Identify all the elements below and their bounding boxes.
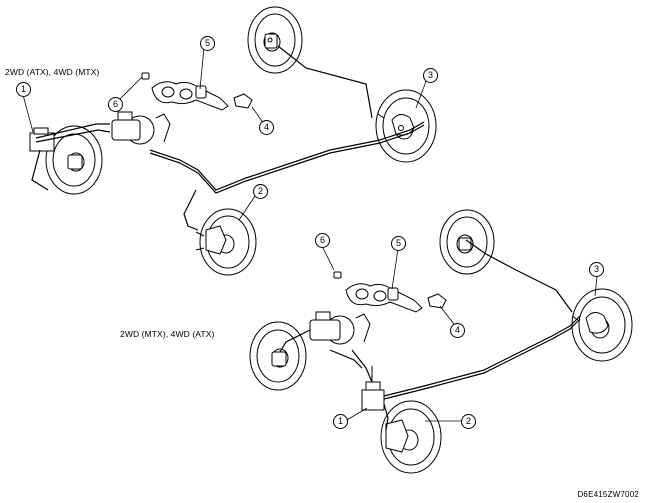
top-part-4-sensor [233, 93, 253, 109]
bottom-leader-lines [321, 245, 598, 422]
top-part-6-clip [141, 72, 150, 80]
bottom-rear-left-wheel [439, 209, 495, 275]
bottom-master-cylinder [309, 311, 371, 345]
bottom-part-6-clip [333, 271, 342, 279]
bottom-part-4-sensor [427, 293, 447, 309]
top-master-cylinder [111, 111, 171, 145]
bottom-part-5-bracket [345, 283, 423, 313]
top-rear-right-wheel [375, 89, 437, 163]
top-variant-drawing [22, 6, 437, 276]
callout-6-bottom: 6 [315, 233, 330, 248]
top-variant-label: 2WD (ATX), 4WD (MTX) [5, 67, 100, 77]
callout-3-bottom: 3 [589, 262, 604, 277]
callout-5-bottom: 5 [391, 236, 406, 251]
callout-1-bottom: 1 [333, 414, 348, 429]
callout-2-top: 2 [253, 184, 268, 199]
callout-3-top: 3 [423, 68, 438, 83]
bottom-hydraulic-unit [361, 366, 385, 411]
top-part-5-bracket [151, 81, 229, 111]
callout-1-top: 1 [16, 82, 31, 97]
bottom-brake-lines [279, 239, 581, 431]
callout-4-bottom: 4 [450, 323, 465, 338]
bottom-variant-label: 2WD (MTX), 4WD (ATX) [120, 329, 215, 339]
top-rear-left-wheel [247, 6, 303, 74]
bottom-front-right-wheel [380, 400, 442, 474]
callout-6-top: 6 [108, 97, 123, 112]
callout-4-top: 4 [259, 120, 274, 135]
top-front-right-wheel [195, 208, 257, 276]
callout-5-top: 5 [200, 36, 215, 51]
figure-id: D6E415ZW7002 [577, 490, 639, 499]
top-brake-lines [31, 45, 425, 231]
bottom-variant-drawing [249, 209, 633, 474]
top-front-left-wheel [45, 125, 103, 195]
bottom-front-left-wheel [249, 321, 307, 391]
callout-2-bottom: 2 [461, 414, 476, 429]
bottom-rear-right-wheel [571, 288, 633, 362]
